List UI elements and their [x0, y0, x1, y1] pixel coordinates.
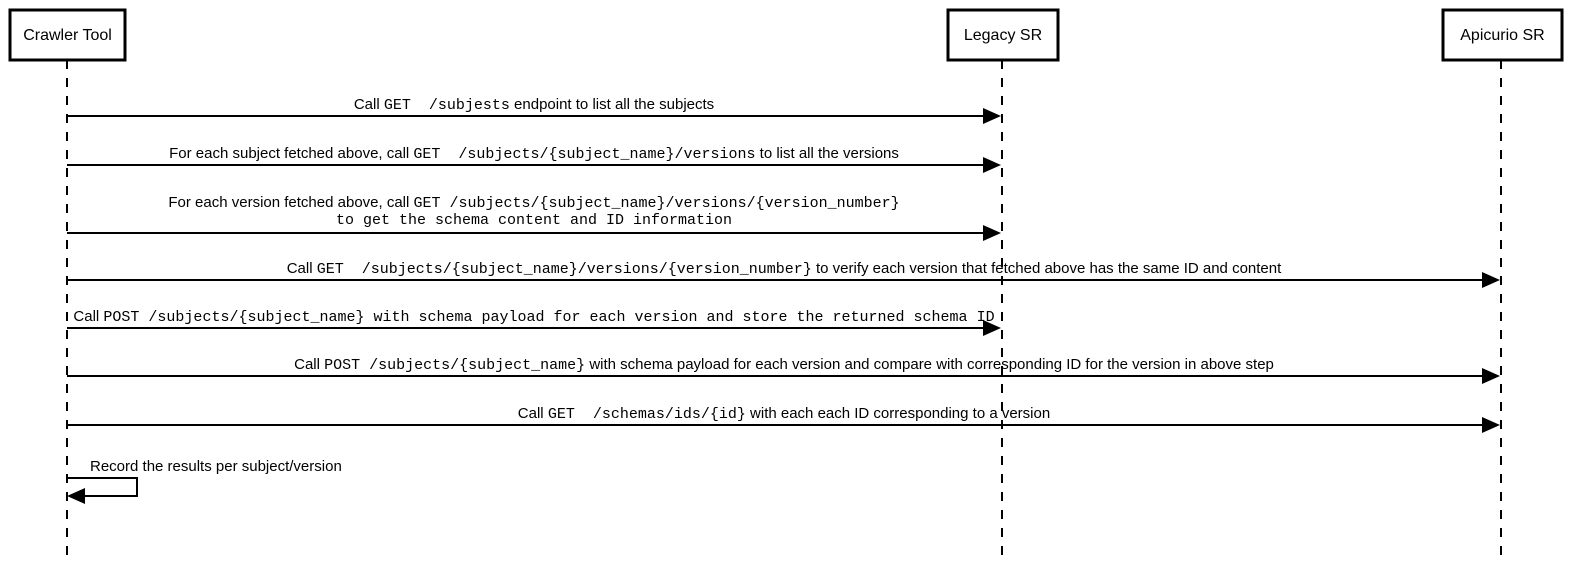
message-7-arrowhead [1482, 417, 1500, 433]
message-2-arrowhead [983, 157, 1001, 173]
message-5-arrowhead [983, 320, 1001, 336]
message-8-self: Record the results per subject/version [67, 458, 342, 504]
message-7: Call GET /schemas/ids/{id} with each eac… [67, 405, 1500, 433]
message-2-label: For each subject fetched above, call GET… [169, 145, 899, 163]
participant-label-crawler-tool: Crawler Tool [23, 27, 112, 44]
message-8-label: Record the results per subject/version [90, 458, 342, 475]
message-1-arrowhead [983, 108, 1001, 124]
message-1-label: Call GET /subjests endpoint to list all … [354, 96, 714, 114]
message-3-label-line-1: For each version fetched above, call GET… [168, 194, 899, 212]
participant-label-legacy-sr: Legacy SR [964, 27, 1042, 44]
message-6-label: Call POST /subjects/{subject_name} with … [294, 356, 1274, 374]
message-1: Call GET /subjests endpoint to list all … [67, 96, 1001, 124]
message-4-label: Call GET /subjects/{subject_name}/versio… [287, 260, 1282, 278]
participant-legacy-sr: Legacy SR [946, 8, 1060, 62]
message-5: Call POST /subjects/{subject_name} with … [67, 308, 1001, 336]
message-6: Call POST /subjects/{subject_name} with … [67, 356, 1500, 384]
message-5-label: Call POST /subjects/{subject_name} with … [73, 308, 994, 326]
message-4-arrowhead [1482, 272, 1500, 288]
message-2: For each subject fetched above, call GET… [67, 145, 1001, 173]
lifelines-group [66, 60, 1502, 560]
participant-crawler-tool: Crawler Tool [8, 8, 127, 62]
message-6-arrowhead [1482, 368, 1500, 384]
message-3-label-line-2: to get the schema content and ID informa… [336, 212, 732, 229]
message-8-arrowhead [67, 488, 85, 504]
message-4: Call GET /subjects/{subject_name}/versio… [67, 260, 1500, 288]
message-3: For each version fetched above, call GET… [67, 194, 1001, 241]
participant-label-apicurio-sr: Apicurio SR [1460, 27, 1544, 44]
message-3-arrowhead [983, 225, 1001, 241]
participant-apicurio-sr: Apicurio SR [1441, 8, 1564, 62]
message-7-label: Call GET /schemas/ids/{id} with each eac… [518, 405, 1050, 423]
message-8-loop-path [67, 477, 138, 497]
